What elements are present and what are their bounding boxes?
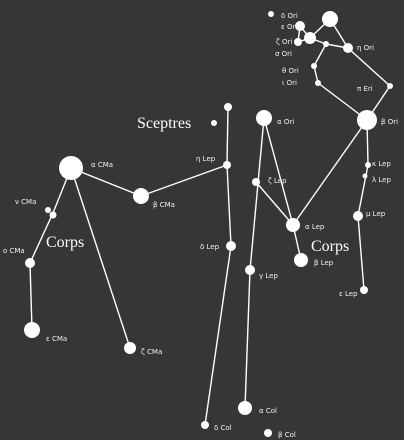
star-beta-cma [133, 188, 149, 204]
line-eri-chain-1 [357, 164, 369, 217]
star-label: α Col [259, 407, 277, 415]
star-beta-col [264, 429, 272, 437]
star-label: β CMa [153, 201, 175, 209]
star-ori-belt-1 [294, 38, 302, 46]
star-delta-lep [226, 241, 236, 251]
star-label: ζ Lep [268, 177, 287, 185]
star-labels: δ Ori ε Ori ζ Ori σ Ori η Ori θ Ori ι Or… [3, 12, 398, 439]
line-beta-cma-eta-lep [140, 164, 228, 197]
star-beta-lep [294, 253, 308, 267]
star-delta-col [201, 421, 209, 429]
star-label: ι Ori [282, 79, 297, 87]
star-eri-4 [360, 286, 368, 294]
line-sceptre-top [226, 106, 229, 166]
star-label: ζ Ori [276, 38, 292, 46]
star-beta-ori [357, 110, 377, 130]
line-alpha-cma-beta-cma [70, 167, 142, 197]
star-label: α CMa [91, 161, 113, 169]
label-corps-left: Corps [46, 234, 84, 251]
star-ori-right [343, 43, 353, 53]
line-eta-delta-lep [226, 164, 232, 247]
line-upper-to-gamma-lep [249, 117, 265, 271]
star-gamma-lep [245, 265, 255, 275]
star-ori-far [268, 11, 274, 17]
star-label: β Lep [314, 259, 334, 267]
star-label: μ Lep [366, 210, 386, 218]
star-label: δ Col [214, 424, 232, 432]
star-epsilon-cma [24, 322, 40, 338]
star-label: β Col [278, 431, 296, 439]
star-nu-cma-a [45, 207, 51, 213]
star-label: ε CMa [46, 335, 67, 343]
star-label: α Ori [277, 118, 294, 126]
star-ori-mid [323, 41, 329, 47]
star-pi-eri [387, 83, 393, 89]
line-delta-lep-delta-col [204, 245, 232, 426]
line-omicron-cma-epsilon-cma [29, 262, 33, 331]
line-ori-upper-8 [313, 43, 327, 67]
star-ori-top [322, 11, 338, 27]
star-alpha-cma [59, 156, 83, 180]
star-label: σ Ori [275, 50, 292, 58]
star-label: ν CMa [15, 198, 36, 206]
star-iota-ori [315, 80, 321, 86]
star-label: α Lep [305, 223, 325, 231]
star-label: π Eri [357, 85, 373, 93]
star-label: β Ori [381, 118, 398, 126]
star-label: η Ori [357, 44, 374, 52]
star-label: ε Lep [339, 290, 358, 298]
star-label: ζ CMa [141, 348, 162, 356]
line-beta-ori-iota [317, 82, 368, 121]
line-alpha-lep-beta-ori [292, 119, 368, 226]
star-label: ο CMa [3, 247, 25, 255]
star-label: δ Ori [281, 12, 298, 20]
star-nu-cma-b [49, 211, 57, 219]
star-sceptre-top [224, 103, 232, 111]
label-corps-right: Corps [311, 238, 349, 255]
line-nu-cma-omicron-cma [29, 212, 54, 264]
stars [24, 11, 393, 437]
star-alpha-lep [286, 218, 300, 232]
star-zeta-lep [252, 178, 260, 186]
star-ori-belt-2 [295, 21, 305, 31]
line-upper-to-alpha-lep [263, 117, 294, 226]
star-zeta-cma [124, 342, 136, 354]
line-gamma-lep-alpha-col [244, 269, 251, 409]
star-label: ε Ori [281, 23, 297, 31]
star-theta-ori [311, 63, 317, 69]
star-eri-1 [365, 162, 371, 168]
constellation-lines [29, 18, 391, 426]
star-eri-2 [362, 173, 368, 179]
star-label: γ Lep [259, 272, 278, 280]
label-sceptres: Sceptres [137, 115, 191, 132]
star-label: δ Lep [200, 243, 220, 251]
star-sceptre-small [211, 120, 217, 126]
line-eri-chain-2 [357, 215, 365, 291]
line-alpha-cma-zeta-cma [70, 167, 131, 349]
star-omicron-cma [25, 258, 35, 268]
star-ori-left [304, 32, 316, 44]
star-eta-lep [223, 161, 231, 169]
star-alpha-ori-lower [256, 110, 272, 126]
star-label: λ Lep [372, 176, 391, 184]
star-alpha-col [238, 401, 252, 415]
star-label: η Lep [196, 155, 216, 163]
line-zeta-alpha-lep [255, 181, 294, 226]
star-label: κ Lep [372, 160, 391, 168]
line-pi-upper [347, 47, 391, 87]
star-eri-3 [353, 211, 363, 221]
star-label: θ Ori [282, 67, 299, 75]
